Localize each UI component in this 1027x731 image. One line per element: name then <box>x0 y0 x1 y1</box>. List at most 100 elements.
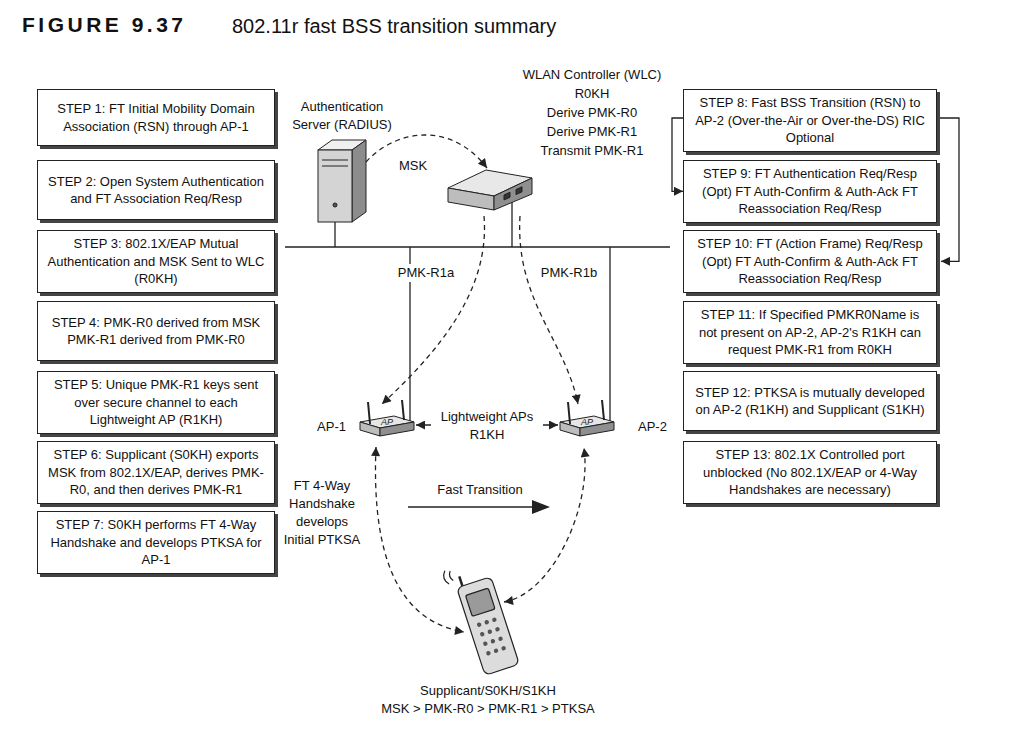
caption-group: WLAN Controller (WLC)R0KHDerive PMK-R0De… <box>523 65 662 160</box>
phone-antenna <box>459 576 462 586</box>
step-text: STEP 8: Fast BSS Transition (RSN) to AP-… <box>691 94 929 147</box>
transition-label: Fast Transition <box>435 481 524 499</box>
phone-body <box>457 577 520 676</box>
step-text: STEP 13: 802.1X Controlled port unblocke… <box>691 446 929 499</box>
signal-wave <box>448 571 453 581</box>
phone-key <box>487 629 493 635</box>
phone-key <box>495 626 501 632</box>
connector <box>382 216 484 404</box>
step-box: STEP 2: Open System Authentication and F… <box>37 160 275 220</box>
transition-arrow <box>408 500 550 514</box>
device-caption: Transmit PMK-R1 <box>523 141 662 160</box>
phone-key <box>498 636 504 642</box>
caption-group: Supplicant/S0KH/S1KHMSK > PMK-R0 > PMK-R… <box>381 682 594 718</box>
ap-antenna <box>368 402 370 424</box>
device-caption: R0KH <box>523 84 662 103</box>
device-caption: AP-2 <box>638 418 667 436</box>
phone-key <box>486 650 492 656</box>
ap-drop <box>609 247 610 421</box>
caption-group: AP-1 <box>317 418 346 436</box>
phone-key <box>501 645 507 651</box>
device-caption: Authentication Server (RADIUS) <box>288 98 396 134</box>
step-box: STEP 1: FT Initial Mobility Domain Assoc… <box>37 89 275 146</box>
controller-port <box>516 187 522 195</box>
step-box: STEP 11: If Specified PMKR0Name is not p… <box>683 301 937 364</box>
phone-key <box>493 648 499 654</box>
step-box: STEP 5: Unique PMK-R1 keys sent over sec… <box>37 371 275 434</box>
edge-label: PMK-R1a <box>396 264 456 282</box>
step-box: STEP 8: Fast BSS Transition (RSN) to AP-… <box>683 89 937 152</box>
step-text: STEP 3: 802.1X/EAP Mutual Authentication… <box>45 235 267 288</box>
device-caption: Supplicant/S0KH/S1KH <box>381 682 594 700</box>
step-box: STEP 7: S0KH performs FT 4-Way Handshake… <box>37 511 275 574</box>
step-box: STEP 3: 802.1X/EAP Mutual Authentication… <box>37 230 275 293</box>
phone-symbol <box>442 558 519 678</box>
device-tag: AP <box>581 417 593 427</box>
phone-key <box>476 622 482 628</box>
connector <box>375 447 464 632</box>
server-drop <box>334 222 335 247</box>
access-point-symbol <box>360 400 414 436</box>
phone-screen <box>465 588 495 616</box>
server-front <box>318 150 352 222</box>
controller-drop <box>511 202 512 247</box>
controller-symbol <box>448 170 532 210</box>
controller-side <box>494 178 532 210</box>
server-side <box>352 140 366 222</box>
phone-key <box>492 617 498 623</box>
server-slot <box>322 166 348 167</box>
ap-antenna <box>568 402 570 424</box>
server-icon: Authentication Server (RADIUS) <box>316 138 368 224</box>
step-text: STEP 7: S0KH performs FT 4-Way Handshake… <box>45 516 267 569</box>
step-text: STEP 10: FT (Action Frame) Req/Resp (Opt… <box>691 235 929 288</box>
controller-icon: WLAN Controller (WLC)R0KHDerive PMK-R0De… <box>446 166 534 214</box>
controller-port <box>504 192 510 200</box>
device-caption: Derive PMK-R1 <box>523 122 662 141</box>
server-slot <box>322 160 348 161</box>
step-text: STEP 6: Supplicant (S0KH) exports MSK fr… <box>45 446 267 499</box>
ap-antenna <box>402 400 404 420</box>
transition-head <box>532 500 550 514</box>
network-bus <box>285 202 670 421</box>
caption-group: AP-2 <box>638 418 667 436</box>
device-caption: MSK > PMK-R0 > PMK-R1 > PTKSA <box>381 700 594 718</box>
step-text: STEP 9: FT Authentication Req/Resp (Opt)… <box>691 165 929 218</box>
device-caption: AP-1 <box>317 418 346 436</box>
edge-label: Lightweight APs R1KH <box>431 408 543 444</box>
ap-antenna <box>602 400 604 420</box>
signal-wave <box>442 571 449 585</box>
device-caption: Derive PMK-R0 <box>523 103 662 122</box>
transition-shaft <box>408 506 534 508</box>
edge-label: FT 4-Way Handshake develops Initial PTKS… <box>280 477 364 549</box>
figure-number: FIGURE 9.37 <box>22 12 187 38</box>
edge-label: MSK <box>397 157 429 175</box>
phone-key <box>483 641 489 647</box>
controller-front <box>448 188 494 210</box>
edge-label: PMK-R1b <box>539 264 599 282</box>
device-caption: WLAN Controller (WLC) <box>523 65 662 84</box>
connector <box>937 118 959 261</box>
ap-front <box>560 422 580 436</box>
access-point-icon: AP-2 <box>560 398 616 444</box>
step-box: STEP 6: Supplicant (S0KH) exports MSK fr… <box>37 441 275 504</box>
connector <box>504 448 585 602</box>
phone-icon: Supplicant/S0KH/S1KHMSK > PMK-R0 > PMK-R… <box>452 572 524 676</box>
step-text: STEP 1: FT Initial Mobility Domain Assoc… <box>45 100 267 135</box>
server-led <box>333 203 337 207</box>
step-box: STEP 12: PTKSA is mutually developed on … <box>683 371 937 431</box>
step-text: STEP 11: If Specified PMKR0Name is not p… <box>691 306 929 359</box>
step-text: STEP 4: PMK-R0 derived from MSK PMK-R1 d… <box>45 314 267 349</box>
server-symbol <box>318 140 366 222</box>
step-box: STEP 4: PMK-R0 derived from MSK PMK-R1 d… <box>37 301 275 361</box>
step-box: STEP 9: FT Authentication Req/Resp (Opt)… <box>683 160 937 223</box>
step-box: STEP 10: FT (Action Frame) Req/Resp (Opt… <box>683 230 937 293</box>
phone-key <box>490 638 496 644</box>
caption-group: Authentication Server (RADIUS) <box>288 98 396 134</box>
connector <box>520 216 578 404</box>
phone-key <box>479 631 485 637</box>
step-text: STEP 12: PTKSA is mutually developed on … <box>691 384 929 419</box>
access-point-symbol <box>560 400 614 436</box>
access-point-icon: AP-1 <box>360 398 414 444</box>
step-text: STEP 2: Open System Authentication and F… <box>45 173 267 208</box>
bus-line <box>285 246 670 247</box>
